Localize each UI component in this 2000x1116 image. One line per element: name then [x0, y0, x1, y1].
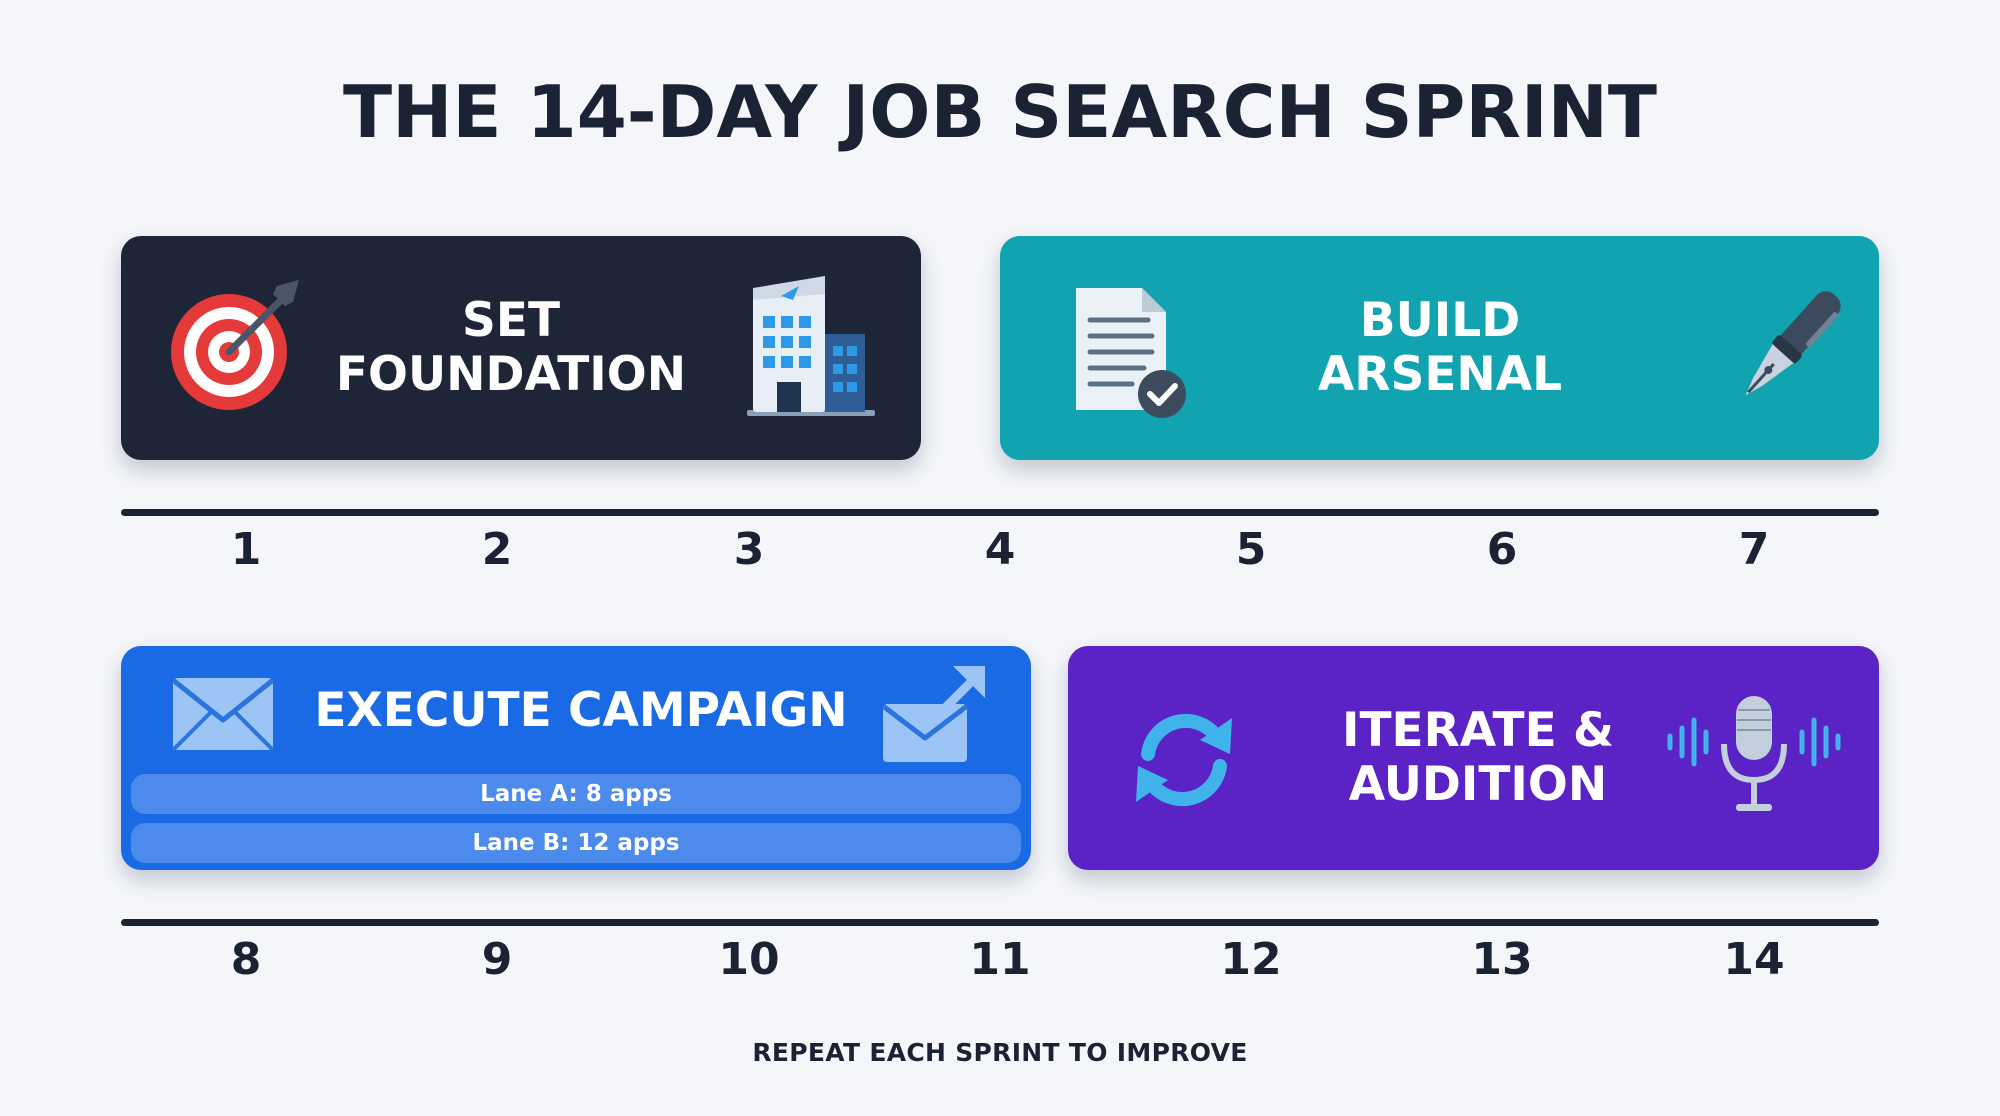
day-label: 11 — [969, 934, 1031, 985]
target-icon — [169, 276, 309, 416]
phase-label-line1: ITERATE & — [1341, 703, 1615, 758]
lane-b-bar: Lane B: 12 apps — [131, 823, 1021, 863]
day-label: 14 — [1723, 934, 1785, 985]
phase-label-line1: SET — [461, 293, 561, 348]
day-label: 12 — [1220, 934, 1282, 985]
day-label: 9 — [481, 934, 513, 985]
phase-label-line2: ARSENAL — [1317, 347, 1563, 402]
office-building-icon — [741, 276, 881, 426]
day-label: 13 — [1471, 934, 1533, 985]
timeline-week-2 — [121, 919, 1879, 926]
page-title: THE 14-DAY JOB SEARCH SPRINT — [342, 70, 1658, 154]
timeline-week-1 — [121, 509, 1879, 516]
phase-label-line1: BUILD — [1359, 293, 1521, 348]
phase-card-execute-campaign: EXECUTE CAMPAIGN Lane A: 8 apps Lane B: … — [121, 646, 1031, 870]
phase-label-set-foundation: SET FOUNDATION — [311, 294, 711, 402]
phase-label-build-arsenal: BUILD ARSENAL — [1240, 294, 1640, 402]
day-label: 6 — [1486, 524, 1518, 575]
phase-card-build-arsenal: BUILD ARSENAL — [1000, 236, 1879, 460]
phase-label-iterate-audition: ITERATE & AUDITION — [1298, 704, 1658, 812]
day-label: 4 — [984, 524, 1016, 575]
refresh-cycle-icon — [1128, 704, 1240, 816]
phase-label-line2: FOUNDATION — [335, 347, 687, 402]
day-label: 3 — [733, 524, 765, 575]
phase-card-set-foundation: SET FOUNDATION — [121, 236, 921, 460]
document-check-icon — [1072, 284, 1192, 424]
microphone-icon — [1664, 692, 1844, 822]
day-label: 8 — [230, 934, 262, 985]
day-label: 1 — [230, 524, 262, 575]
day-label: 10 — [718, 934, 780, 985]
phase-label-line2: AUDITION — [1348, 757, 1608, 812]
fountain-pen-icon — [1720, 280, 1850, 420]
phase-label-execute-campaign: EXECUTE CAMPAIGN — [314, 683, 848, 738]
phase-card-iterate-audition: ITERATE & AUDITION — [1068, 646, 1879, 870]
day-label: 5 — [1235, 524, 1267, 575]
lane-a-bar: Lane A: 8 apps — [131, 774, 1021, 814]
envelope-send-icon — [881, 664, 991, 764]
day-label: 2 — [481, 524, 513, 575]
day-label: 7 — [1738, 524, 1770, 575]
footer-note: REPEAT EACH SPRINT TO IMPROVE — [752, 1038, 1248, 1067]
envelope-icon — [171, 676, 275, 752]
